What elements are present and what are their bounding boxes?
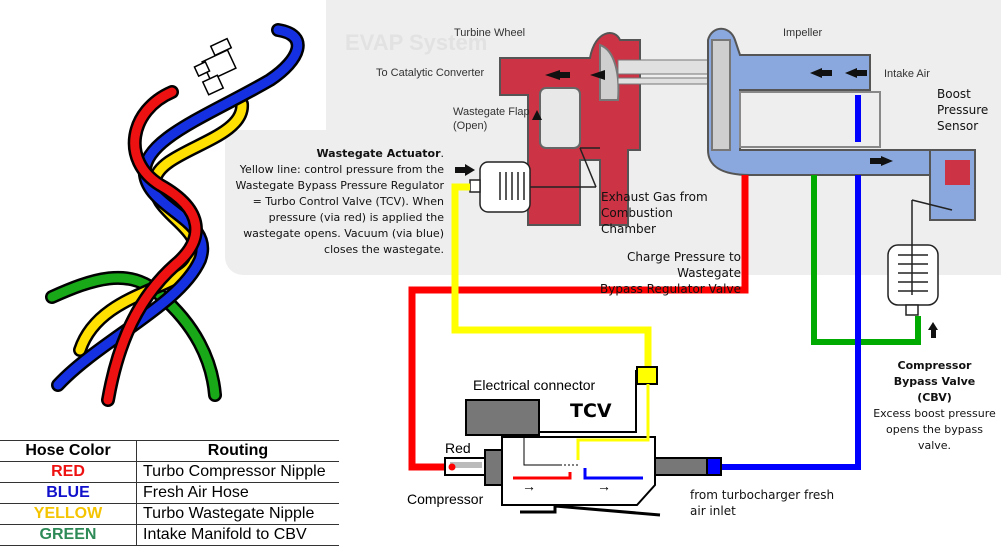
- hose-color-legend: Hose Color Routing RED Turbo Compressor …: [0, 440, 339, 546]
- impeller-label: Impeller: [783, 27, 823, 39]
- hose-bundle-illustration: [45, 23, 305, 407]
- wastegate-actuator-title: Wastegate Actuator: [316, 147, 441, 160]
- legend-header-color: Hose Color: [0, 440, 137, 462]
- tcv-valve: [444, 366, 722, 517]
- intake-arrow-1: [810, 68, 822, 78]
- charge-pressure-label: Charge Pressure to Wastegate Bypass Regu…: [600, 250, 741, 296]
- legend-row: RED Turbo Compressor Nipple: [0, 461, 339, 483]
- wastegate-actuator-icon: [469, 147, 600, 213]
- exhaust-arrow-2: [590, 70, 605, 80]
- wastegate-flow-arrow: [532, 110, 542, 120]
- flow-arrows: [532, 68, 893, 166]
- compressor-port-block: [484, 449, 503, 486]
- solenoid-valve-icon: [193, 37, 237, 96]
- legend-routing: Turbo Wastegate Nipple: [136, 503, 339, 525]
- exhaust-arrow-1: [545, 70, 560, 80]
- red-port-dot: [448, 463, 456, 471]
- legend-routing: Fresh Air Hose: [136, 482, 339, 504]
- intake-arrow-2: [845, 68, 857, 78]
- compressor-port-label: Compressor: [407, 491, 484, 507]
- flow-arrow-right: →: [597, 478, 611, 494]
- boost-arrow: [881, 156, 893, 166]
- fresh-air-inlet-label: from turbocharger fresh air inlet: [690, 488, 835, 518]
- green-hose-line: [811, 175, 921, 345]
- pressure-arrow-icon: [465, 164, 475, 176]
- legend-routing: Intake Manifold to CBV: [136, 524, 339, 546]
- yellow-port: [636, 366, 658, 385]
- legend-color: RED: [0, 461, 137, 483]
- wastegate-flap-label: Wastegate Flap: [453, 106, 530, 118]
- exhaust-gas-label: Exhaust Gas from Combustion Chamber: [601, 190, 708, 236]
- tcv-body: [501, 436, 656, 506]
- turbine-housing: [499, 32, 641, 226]
- cbv-callout: Compressor Bypass Valve (CBV) Excess boo…: [873, 359, 996, 452]
- wastegate-actuator-callout: Wastegate Actuator. Yellow line: control…: [235, 147, 444, 256]
- legend-color: YELLOW: [0, 503, 137, 525]
- to-catalytic-converter-label: To Catalytic Converter: [376, 67, 485, 79]
- red-hose-line: [408, 175, 749, 471]
- electrical-connector-label: Electrical connector: [473, 377, 596, 393]
- background-watermark: EVAP System: [345, 30, 488, 55]
- wastegate-flap-state-label: (Open): [453, 120, 488, 132]
- cbv-arrow-icon: [928, 322, 938, 330]
- legend-routing: Turbo Compressor Nipple: [136, 461, 339, 483]
- legend-row: GREEN Intake Manifold to CBV: [0, 524, 339, 546]
- tcv-title: TCV: [570, 400, 612, 422]
- legend-header-routing: Routing: [136, 440, 339, 462]
- legend-row: BLUE Fresh Air Hose: [0, 482, 339, 504]
- legend-color: BLUE: [0, 482, 137, 504]
- legend-color: GREEN: [0, 524, 137, 546]
- yellow-hose-line: [451, 183, 652, 372]
- red-port-label: Red: [445, 440, 471, 456]
- fresh-air-port: [654, 457, 708, 476]
- cbv-valve-icon: [887, 199, 953, 316]
- legend-header-row: Hose Color Routing: [0, 440, 339, 462]
- boost-pressure-sensor-label: Boost Pressure Sensor: [937, 87, 989, 133]
- flow-arrow-left: →: [522, 478, 536, 494]
- legend-row: YELLOW Turbo Wastegate Nipple: [0, 503, 339, 525]
- electrical-connector-block: [465, 399, 540, 436]
- intake-air-label: Intake Air: [884, 68, 930, 80]
- turbine-wheel-label: Turbine Wheel: [454, 27, 526, 39]
- blue-hose-line: [720, 175, 861, 470]
